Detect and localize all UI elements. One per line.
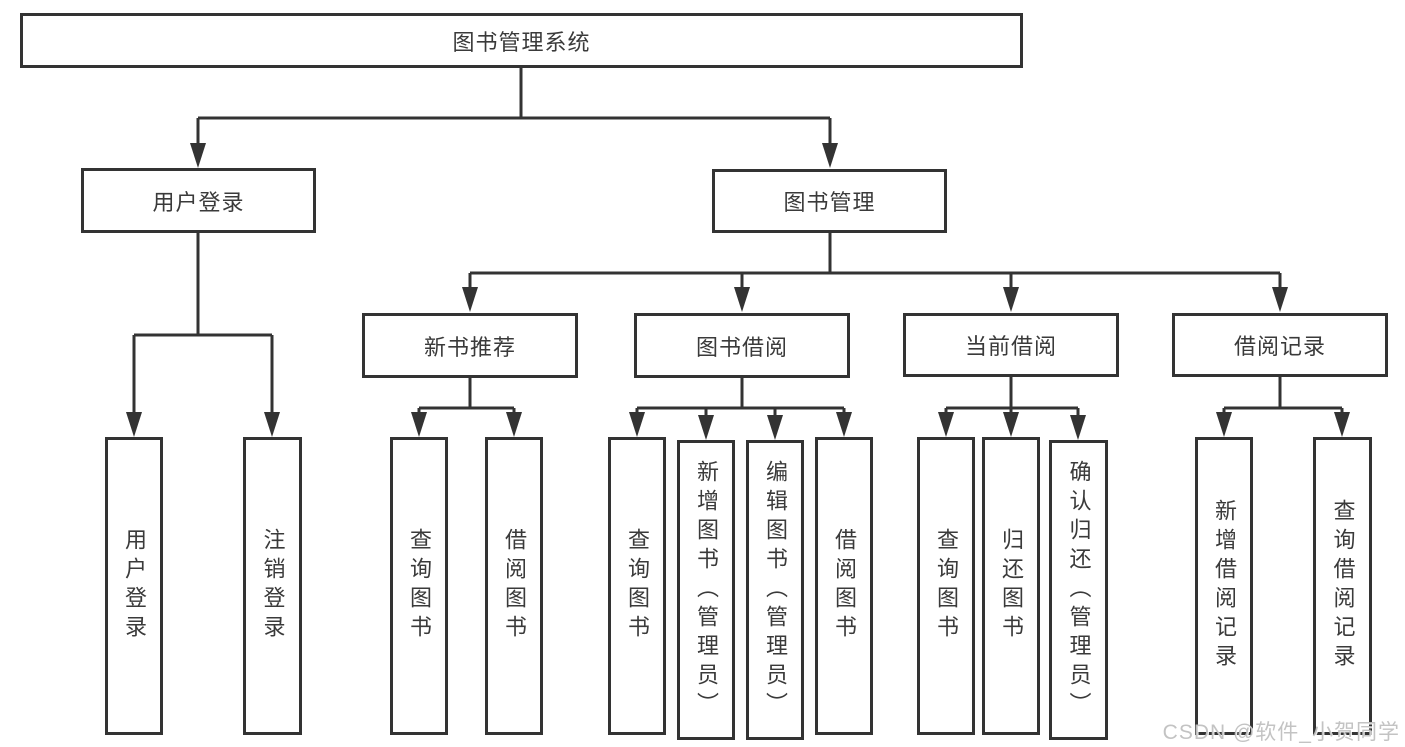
watermark: CSDN @软件_小贺同学 <box>1162 721 1400 744</box>
node-current-borrow: 当前借阅 <box>903 313 1119 377</box>
leaf-query-books: 查询图书 <box>608 437 666 735</box>
node-root-system: 图书管理系统 <box>20 13 1023 68</box>
node-book-management: 图书管理 <box>712 169 947 233</box>
leaf-edit-books-admin: 编辑图书（管理员） <box>746 440 804 740</box>
leaf-return-books: 归还图书 <box>982 437 1040 735</box>
leaf-user-login: 用户登录 <box>105 437 163 735</box>
node-new-book-recommend: 新书推荐 <box>362 313 578 378</box>
leaf-confirm-return-admin: 确认归还（管理员） <box>1049 440 1108 740</box>
node-borrow-records: 借阅记录 <box>1172 313 1388 377</box>
leaf-query-books: 查询图书 <box>917 437 975 735</box>
leaf-borrow-books: 借阅图书 <box>485 437 543 735</box>
node-user-login: 用户登录 <box>81 168 316 233</box>
leaf-logout: 注销登录 <box>243 437 302 735</box>
leaf-query-books: 查询图书 <box>390 437 448 735</box>
leaf-add-borrow-record: 新增借阅记录 <box>1195 437 1253 735</box>
leaf-add-books-admin: 新增图书（管理员） <box>677 440 735 740</box>
leaf-borrow-books: 借阅图书 <box>815 437 873 735</box>
node-book-borrow: 图书借阅 <box>634 313 850 378</box>
leaf-query-borrow-record: 查询借阅记录 <box>1313 437 1372 735</box>
